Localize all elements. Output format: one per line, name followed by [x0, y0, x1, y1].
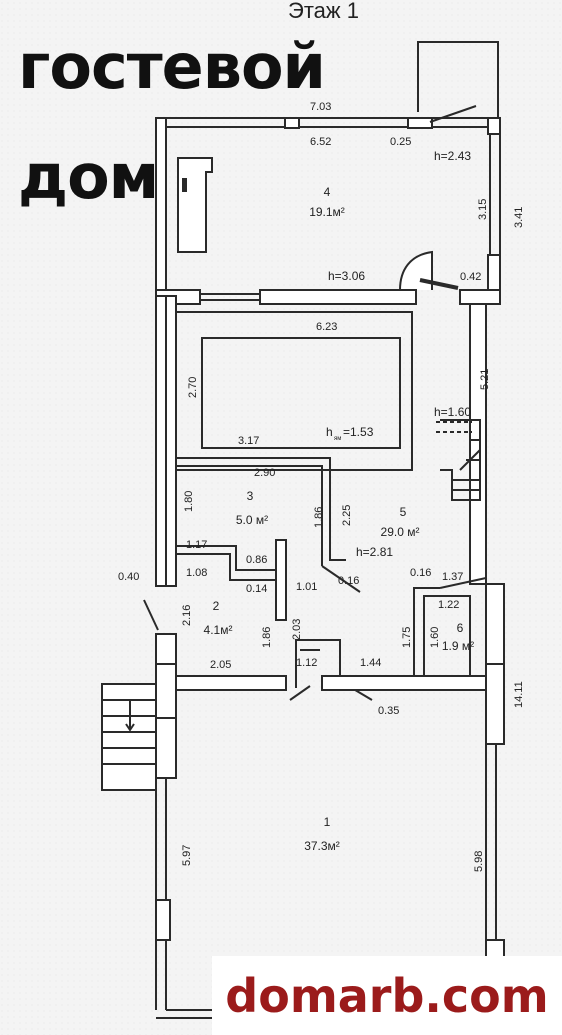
dim-652: 6.52 — [310, 136, 331, 148]
dim-025: 0.25 — [390, 136, 411, 148]
dim-108: 1.08 — [186, 567, 207, 579]
dim-112: 1.12 — [296, 657, 317, 669]
room-labels: 4 19.1м² 3 5.0 м² 5 29.0 м² 2 4.1м² 6 1.… — [204, 185, 475, 853]
dim-216: 2.16 — [181, 605, 193, 626]
dim-597: 5.97 — [181, 845, 193, 866]
room-3-area: 5.0 м² — [236, 513, 268, 527]
dim-016a: 0.16 — [338, 575, 359, 587]
dim-341: 3.41 — [513, 207, 525, 228]
room-3-number: 3 — [247, 489, 254, 503]
room-6-area: 1.9 м² — [442, 639, 474, 653]
dim-042: 0.42 — [460, 271, 481, 283]
dim-623: 6.23 — [316, 321, 337, 333]
dim-035: 0.35 — [378, 705, 399, 717]
dim-203: 2.03 — [291, 619, 303, 640]
room-5-number: 5 — [400, 505, 407, 519]
dim-117: 1.17 — [186, 539, 207, 551]
room-5-area: 29.0 м² — [381, 525, 420, 539]
dim-144: 1.44 — [360, 657, 381, 669]
dim-598: 5.98 — [473, 851, 485, 872]
dim-175: 1.75 — [401, 627, 413, 648]
dim-122: 1.22 — [438, 599, 459, 611]
dim-180: 1.80 — [183, 491, 195, 512]
room-4-number: 4 — [324, 185, 331, 199]
dim-290: 2.90 — [254, 467, 275, 479]
plan-title: Этаж 1 — [288, 0, 359, 23]
dimensions-vertical: 3.15 3.41 2.70 5.21 1.80 1.86 2.25 2.16 … — [181, 199, 525, 872]
height-room-5: h=2.81 — [356, 545, 393, 559]
heading-line-1: гостевой — [18, 30, 326, 103]
dim-315: 3.15 — [477, 199, 489, 220]
dimensions: 7.03 6.52 0.25 0.42 6.23 3.17 2.90 1.17 … — [118, 101, 481, 717]
dim-101: 1.01 — [296, 581, 317, 593]
height-labels: h=2.43 h=3.06 h=1.60 h=2.81 h ям =1.53 — [326, 149, 471, 559]
height-pit-value: =1.53 — [343, 425, 374, 439]
dim-1411: 14.11 — [513, 681, 525, 708]
dim-703: 7.03 — [310, 101, 331, 113]
dim-186b: 1.86 — [261, 627, 273, 648]
dim-521: 5.21 — [479, 369, 491, 390]
walls — [101, 41, 505, 1019]
room-1-area: 37.3м² — [304, 839, 340, 853]
height-room-4: h=2.43 — [434, 149, 471, 163]
dim-040: 0.40 — [118, 571, 139, 583]
room-2-number: 2 — [213, 599, 220, 613]
dim-137: 1.37 — [442, 571, 463, 583]
heading-line-2: дом — [18, 140, 159, 213]
room-4-area: 19.1м² — [309, 205, 345, 219]
dim-014: 0.14 — [246, 583, 267, 595]
height-pit: h — [326, 425, 333, 439]
height-room-4-b: h=3.06 — [328, 269, 365, 283]
dim-086: 0.86 — [246, 554, 267, 566]
dim-205: 2.05 — [210, 659, 231, 671]
room-2-area: 4.1м² — [204, 623, 233, 637]
dim-016b: 0.16 — [410, 567, 431, 579]
watermark-text: domarb.com — [225, 968, 549, 1023]
height-pit-sub: ям — [334, 436, 341, 442]
dim-270: 2.70 — [187, 377, 199, 398]
room-6-number: 6 — [457, 621, 464, 635]
watermark-logo: domarb.com — [212, 956, 562, 1035]
dim-160: 1.60 — [429, 627, 441, 648]
height-stairs: h=1.60 — [434, 405, 471, 419]
dim-317: 3.17 — [238, 435, 259, 447]
dim-186a: 1.86 — [313, 507, 325, 528]
dim-225: 2.25 — [341, 505, 353, 526]
room-1-number: 1 — [324, 815, 331, 829]
